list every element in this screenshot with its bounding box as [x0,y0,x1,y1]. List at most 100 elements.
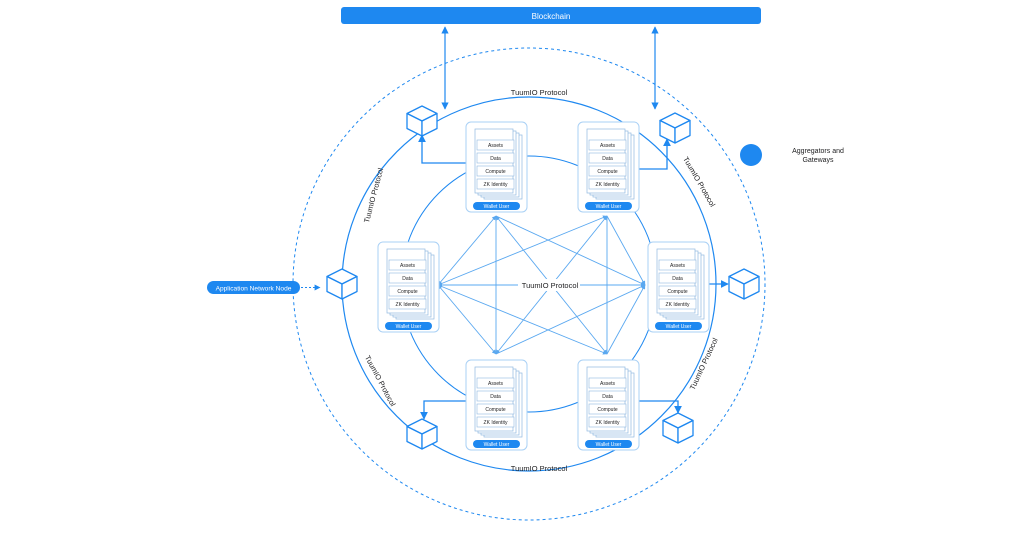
cube-right-icon[interactable] [728,268,760,300]
wallet-row-box [388,272,427,284]
wallet-row-label: ZK Identity [596,182,620,188]
wallet-row-box [658,259,697,271]
wallet-row-label: Assets [488,143,504,149]
wallet-row-box [588,165,627,177]
wallet-row-label: Compute [485,169,506,175]
wallet-row-box [588,377,627,389]
ring-label-top: TuumIO Protocol [511,88,568,97]
wallet-user-label: Wallet User [596,204,622,210]
mesh-line [437,284,497,355]
wallet-row-box [476,377,515,389]
wallet-user-pill [655,322,702,330]
wallet-row-label: Data [402,276,413,282]
cube-bottom-right-icon[interactable] [662,412,694,444]
cube-left-icon[interactable] [326,268,358,300]
ring-label-upper-right: TuumIO Protocol [681,155,717,209]
aggregators-label-line1: Aggregators and [792,148,844,155]
wallet-row-box [476,165,515,177]
wallet-user-pill [473,440,520,448]
wallet-row-box [588,152,627,164]
wallet-row-box [476,139,515,151]
blockchain-bar[interactable]: Blockchain [341,7,761,24]
mesh-line [437,284,608,355]
wallet-row-box [588,403,627,415]
wallet-user-pill [473,202,520,210]
connector-bottom-left [420,400,466,420]
mesh-line [606,215,646,286]
outer-network-boundary [292,47,766,521]
wallet-row-label: Data [672,276,683,282]
wallet-row-box [588,390,627,402]
wallet-user-label: Wallet User [484,204,510,210]
wallet-row-label: ZK Identity [484,182,508,188]
wallet-row-label: Compute [597,407,618,413]
wallet-user-label: Wallet User [666,324,692,330]
wallet-row-box [588,416,627,428]
center-protocol-label: TuumIO Protocol [522,281,579,290]
wallet-node-connectors [418,134,729,420]
wallet-user-pill [585,440,632,448]
wallet-row-label: Assets [400,263,416,269]
ring-label-upper-left: TuumIO Protocol [362,167,385,224]
mesh-line [495,215,646,286]
wallet-user-pill [585,202,632,210]
wallet-row-label: ZK Identity [596,420,620,426]
aggregators-label-line2: Gateways [802,157,834,164]
wallet-row-box [476,178,515,190]
application-network-node-label: Application Network Node [216,286,292,293]
cube-top-right-icon[interactable] [659,112,691,144]
wallet-row-label: Compute [597,169,618,175]
ring-label-bottom: TuumIO Protocol [511,464,568,473]
wallet-row-label: Assets [670,263,686,269]
center-label-bg [520,279,580,291]
connector-bottom-right [629,400,682,414]
mesh-line [495,284,646,355]
wallet-row-box [388,285,427,297]
wallet-row-box [588,139,627,151]
wallet-row-box [388,259,427,271]
mesh-line [606,284,646,355]
wallet-row-label: Compute [485,407,506,413]
wallet-user-label: Wallet User [484,442,510,448]
wallet-user-pill [385,322,432,330]
wallet-row-label: Data [490,394,501,400]
aggregators-gateways-node[interactable] [740,144,762,166]
wallet-row-label: Compute [667,289,688,295]
blockchain-label: Blockchain [532,12,571,21]
wallet-row-box [476,152,515,164]
mesh-line [437,215,608,286]
application-network-node[interactable]: Application Network Node [207,281,300,294]
wallet-row-box [388,298,427,310]
wallet-row-label: Assets [600,381,616,387]
cube-bottom-left-icon[interactable] [406,418,438,450]
wallet-user-label: Wallet User [396,324,422,330]
connector-top-right [629,138,671,170]
wallet-row-label: Compute [397,289,418,295]
wallet-row-box [658,285,697,297]
wallet-row-box [476,403,515,415]
ring-label-lower-right: TuumIO Protocol [688,336,720,391]
cube-top-left-icon[interactable] [406,105,438,137]
wallet-row-box [588,178,627,190]
wallet-row-label: Data [602,156,613,162]
wallet-row-label: ZK Identity [396,302,420,308]
wallet-row-label: Assets [488,381,504,387]
wallet-row-label: Data [490,156,501,162]
wallet-row-label: Data [602,394,613,400]
wallet-row-box [658,298,697,310]
wallet-row-label: ZK Identity [666,302,690,308]
connector-top-left [418,134,466,164]
ring-label-lower-left: TuumIO Protocol [363,354,398,408]
wallet-user-label: Wallet User [596,442,622,448]
wallet-row-label: ZK Identity [484,420,508,426]
mesh-line [437,215,497,286]
wallet-row-box [658,272,697,284]
wallet-row-box [476,416,515,428]
